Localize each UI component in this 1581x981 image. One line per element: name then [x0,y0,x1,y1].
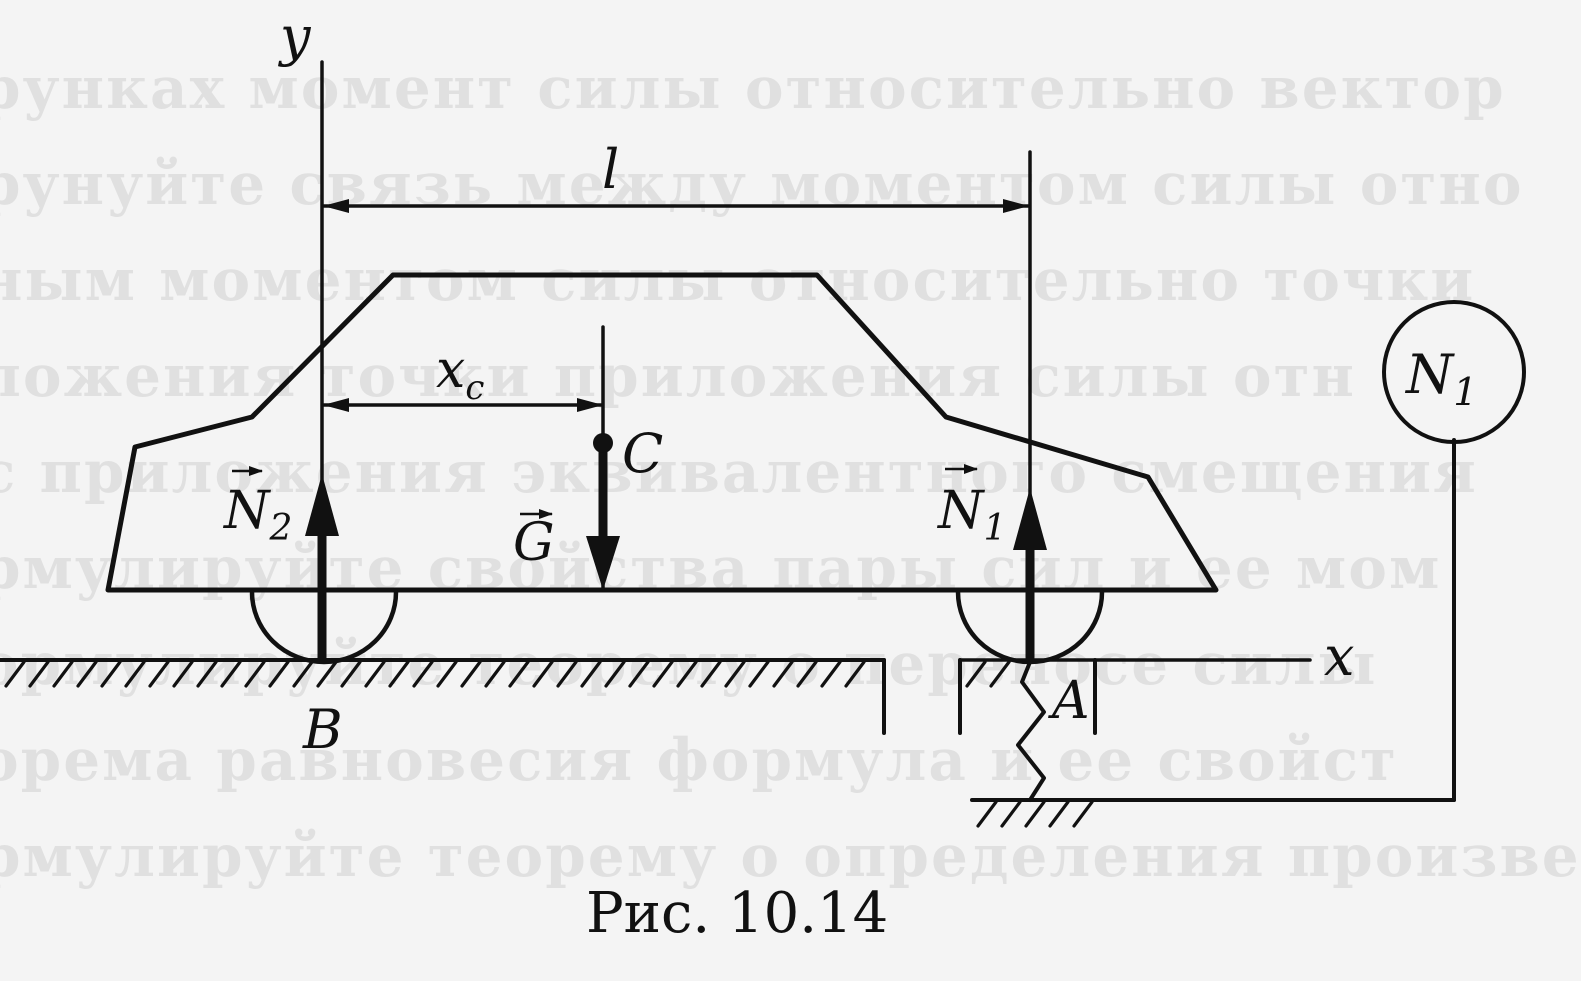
hatch-mark [28,660,50,688]
hatch-mark [532,660,554,688]
gauge-circle [1382,300,1526,444]
hatch-mark [412,660,434,688]
n2-force-arrow [305,474,339,660]
hatch-mark [148,660,170,688]
hatch-mark [460,660,482,688]
hatch-mark [484,660,506,688]
hatch-mark [100,660,122,688]
hatch-mark [364,660,386,688]
point-b-label: B [302,698,343,761]
point-a-label: A [1048,671,1090,731]
hatch-mark [844,660,866,688]
hatch-mark [124,660,146,688]
hatch-mark [748,660,770,688]
hatch-mark [1072,800,1094,828]
n2-label: N2 [222,481,292,549]
weight-label: G [513,513,555,573]
hatch-mark [1000,800,1022,828]
hatch-mark [172,660,194,688]
hatch-mark [652,660,674,688]
hatch-mark [52,660,74,688]
hatch-mark [1024,800,1046,828]
hatch-mark [1048,800,1070,828]
gauge-label: N1 [1404,343,1477,414]
hatch-mark [724,660,746,688]
hatch-mark [292,660,314,688]
hatch-mark [580,660,602,688]
length-label: l [602,138,619,201]
hatch-mark [556,660,578,688]
hatch-mark [244,660,266,688]
hatch-mark [220,660,242,688]
weight-force-arrow [586,443,620,590]
figure-caption: Рис. 10.14 [586,881,888,946]
n1-force-arrow [1013,488,1047,660]
hatch-mark [196,660,218,688]
hatch-mark [796,660,818,688]
center-of-mass-point [593,433,613,453]
hatch-mark [700,660,722,688]
hatch-mark [316,660,338,688]
hatch-mark [268,660,290,688]
x-axis-label: x [1324,625,1354,688]
hatch-mark [76,660,98,688]
spring [1016,660,1046,802]
n1-label: N1 [936,481,1006,549]
hatch-mark [388,660,410,688]
xc-label: xc [436,340,484,408]
hatch-mark [340,660,362,688]
hatch-mark [989,660,1011,688]
platform-hatch [965,660,1011,688]
hatch-mark [976,800,998,828]
point-c-label: C [622,422,663,485]
hatch-mark [628,660,650,688]
hatch-mark [604,660,626,688]
base-hatch [976,800,1094,828]
hatch-mark [772,660,794,688]
car-body-outline [105,272,1219,593]
y-axis-label: y [278,5,312,68]
ground-left-hatch [4,660,866,688]
hatch-mark [508,660,530,688]
hatch-mark [4,660,26,688]
hatch-mark [676,660,698,688]
hatching [4,660,1094,828]
hatch-mark [436,660,458,688]
hatch-mark [820,660,842,688]
hatch-mark [965,660,987,688]
